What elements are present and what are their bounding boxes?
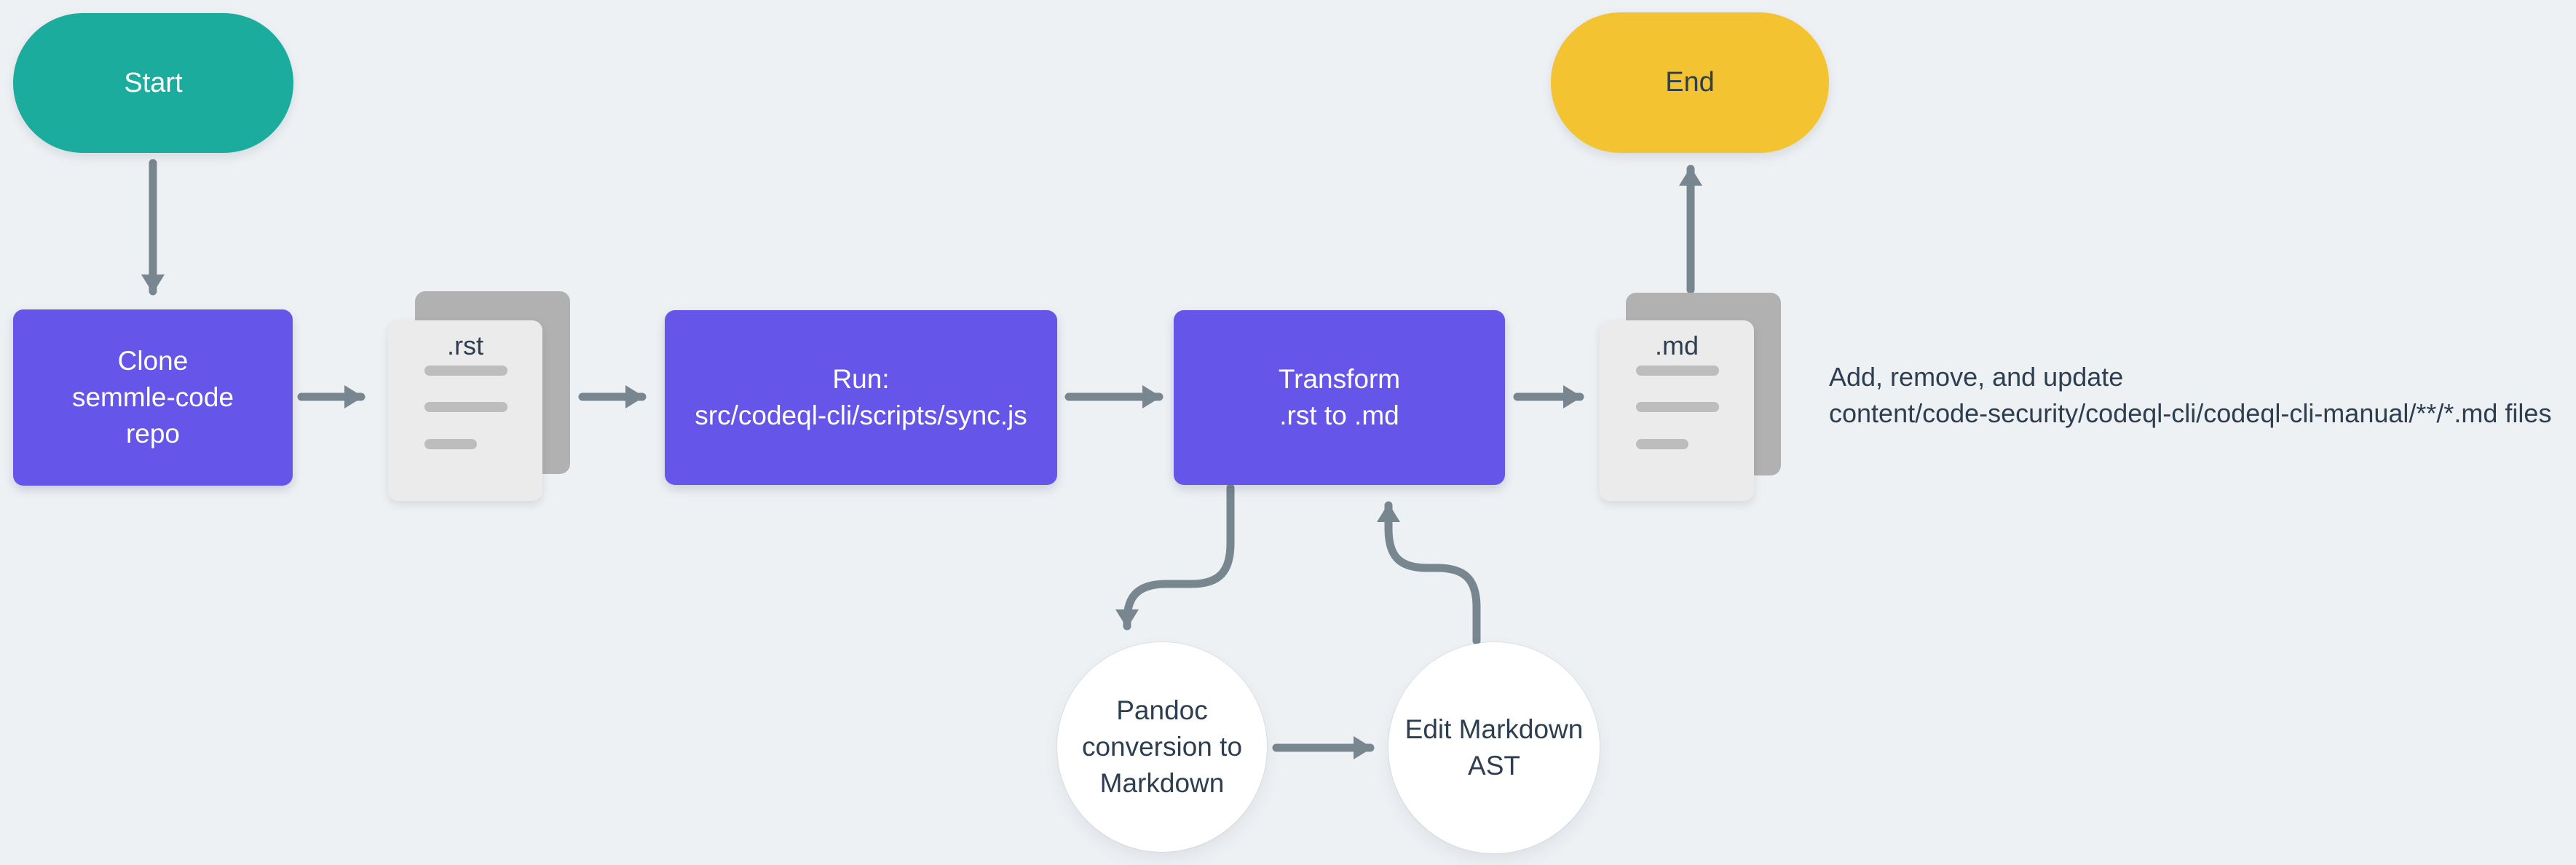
- md-document-front-page: .md: [1600, 320, 1754, 501]
- document-text-line-icon: [424, 366, 507, 376]
- edit-ast-node-label: Edit Markdown AST: [1405, 711, 1584, 784]
- edit-markdown-ast-node: Edit Markdown AST: [1388, 642, 1600, 853]
- arrow-edit-ast-to-transform: [1377, 501, 1481, 645]
- md-document-icon: .md: [1600, 293, 1782, 502]
- end-node-label: End: [1665, 67, 1715, 98]
- pandoc-label-line1: Pandoc: [1116, 695, 1208, 725]
- pandoc-conversion-node: Pandoc conversion to Markdown: [1057, 642, 1267, 852]
- rst-document-label: .rst: [447, 331, 483, 360]
- document-text-line-icon: [1636, 402, 1719, 412]
- edit-ast-label-line2: AST: [1468, 751, 1520, 781]
- transform-label-line1: Transform: [1278, 364, 1401, 394]
- clone-repo-node-label: Clone semmle-code repo: [72, 343, 234, 452]
- document-text-line-icon: [1636, 366, 1719, 376]
- transform-node-label: Transform .rst to .md: [1279, 361, 1400, 434]
- run-sync-label-line2: src/codeql-cli/scripts/sync.js: [695, 400, 1027, 430]
- run-sync-label-line1: Run:: [832, 364, 890, 394]
- arrow-transform-to-pandoc: [1115, 483, 1235, 631]
- transform-rst-to-md-node: Transform .rst to .md: [1174, 310, 1505, 485]
- md-document-label: .md: [1654, 331, 1699, 360]
- end-node: End: [1551, 12, 1829, 153]
- clone-repo-label-line1: Clone: [117, 346, 189, 376]
- annotation-line1: Add, remove, and update: [1829, 362, 2124, 392]
- clone-repo-label-line3: repo: [125, 419, 181, 449]
- annotation-line2: content/code-security/codeql-cli/codeql-…: [1829, 398, 2552, 428]
- run-sync-script-node: Run: src/codeql-cli/scripts/sync.js: [665, 310, 1057, 485]
- md-files-annotation: Add, remove, and update content/code-sec…: [1829, 359, 2551, 432]
- transform-label-line2: .rst to .md: [1279, 400, 1399, 430]
- clone-repo-label-line2: semmle-code: [71, 382, 234, 412]
- run-sync-script-node-label: Run: src/codeql-cli/scripts/sync.js: [695, 361, 1027, 434]
- clone-repo-node: Clone semmle-code repo: [13, 309, 293, 486]
- pandoc-label-line3: Markdown: [1099, 768, 1225, 798]
- document-text-line-icon: [424, 439, 477, 449]
- rst-document-icon: .rst: [388, 291, 570, 501]
- pandoc-node-label: Pandoc conversion to Markdown: [1082, 692, 1242, 802]
- start-node-label: Start: [124, 67, 183, 98]
- rst-document-front-page: .rst: [388, 320, 542, 501]
- start-node: Start: [13, 13, 293, 153]
- document-text-line-icon: [424, 402, 507, 412]
- edit-ast-label-line1: Edit Markdown: [1404, 714, 1584, 744]
- document-text-line-icon: [1636, 439, 1688, 449]
- pandoc-label-line2: conversion to: [1081, 732, 1243, 762]
